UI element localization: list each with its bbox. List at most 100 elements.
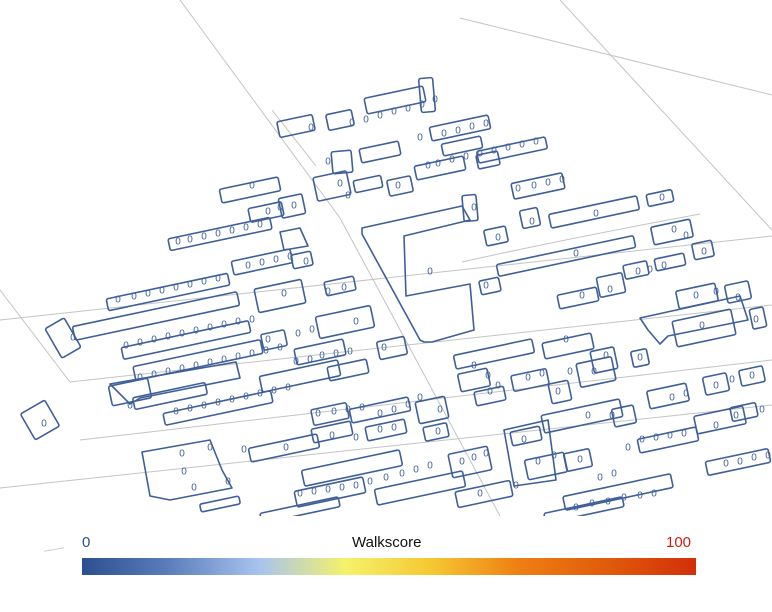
building-walkscore-label: 0 xyxy=(513,481,519,492)
building-walkscore-label: 0 xyxy=(693,291,699,302)
building-walkscore-label: 0 xyxy=(607,285,613,296)
building-walkscore-label: 0 xyxy=(699,321,705,332)
building-walkscore-label: 0 xyxy=(661,261,667,272)
building-walkscore-label: 0 xyxy=(159,286,165,297)
building-walkscore-label: 0 xyxy=(669,393,675,404)
building xyxy=(547,379,573,405)
building-walkscore-label: 0 xyxy=(435,427,441,438)
building-walkscore-label: 0 xyxy=(259,258,265,269)
building-walkscore-label: 0 xyxy=(535,457,541,468)
building-walkscore-label: 0 xyxy=(591,367,597,378)
building-walkscore-label: 0 xyxy=(383,473,389,484)
building-walkscore-label: 0 xyxy=(207,443,213,454)
building xyxy=(645,189,675,207)
building-walkscore-label: 0 xyxy=(235,352,241,363)
building-walkscore-label: 0 xyxy=(215,229,221,240)
building-walkscore-label: 0 xyxy=(751,453,757,464)
building xyxy=(595,272,627,298)
building xyxy=(109,361,241,405)
building xyxy=(314,304,376,340)
building-walkscore-label: 0 xyxy=(173,283,179,294)
street xyxy=(0,404,772,489)
building xyxy=(132,339,264,381)
building-walkscore-label: 0 xyxy=(471,453,477,464)
building xyxy=(478,276,502,296)
building xyxy=(723,280,753,304)
building-walkscore-label: 0 xyxy=(735,293,741,304)
building-walkscore-label: 0 xyxy=(145,289,151,300)
building-walkscore-label: 0 xyxy=(525,373,531,384)
building xyxy=(503,419,557,487)
street xyxy=(459,17,772,96)
building-walkscore-label: 0 xyxy=(201,277,207,288)
building xyxy=(452,338,536,370)
building-walkscore-label: 0 xyxy=(115,295,121,306)
building xyxy=(326,358,370,382)
building xyxy=(325,109,355,131)
building xyxy=(247,433,321,463)
building-walkscore-label: 0 xyxy=(405,400,411,411)
building xyxy=(639,295,749,345)
building-walkscore-label: 0 xyxy=(463,152,469,163)
building-walkscore-label: 0 xyxy=(151,370,157,381)
building-walkscore-label: 0 xyxy=(285,383,291,394)
street xyxy=(559,0,772,231)
building-walkscore-label: 0 xyxy=(377,111,383,122)
building-walkscore-label: 0 xyxy=(563,335,569,346)
building-walkscore-label: 0 xyxy=(611,469,617,480)
building-walkscore-label: 0 xyxy=(273,255,279,266)
building-walkscore-label: 0 xyxy=(215,274,221,285)
building xyxy=(141,439,233,501)
building-walkscore-label: 0 xyxy=(201,401,207,412)
building-walkscore-label: 0 xyxy=(683,389,689,400)
building xyxy=(259,496,341,516)
building-walkscore-label: 0 xyxy=(179,449,185,460)
building-walkscore-label: 0 xyxy=(287,252,293,263)
building-walkscore-label: 0 xyxy=(245,261,251,272)
building-walkscore-label: 0 xyxy=(347,347,353,358)
building xyxy=(483,225,509,247)
building-walkscore-label: 0 xyxy=(455,126,461,137)
building xyxy=(589,346,619,374)
building-walkscore-label: 0 xyxy=(173,407,179,418)
building xyxy=(277,193,307,219)
building-walkscore-label: 0 xyxy=(377,425,383,436)
building-walkscore-label: 0 xyxy=(363,115,369,126)
building-walkscore-label: 0 xyxy=(637,491,643,502)
building-walkscore-label: 0 xyxy=(263,346,269,357)
building-walkscore-label: 0 xyxy=(165,367,171,378)
building-walkscore-label: 0 xyxy=(70,333,76,344)
street xyxy=(461,213,701,263)
building-walkscore-label: 0 xyxy=(713,421,719,432)
building-walkscore-label: 0 xyxy=(391,405,397,416)
building-walkscore-label: 0 xyxy=(531,181,537,192)
building-walkscore-label: 0 xyxy=(477,149,483,160)
building-walkscore-label: 0 xyxy=(487,387,493,398)
building xyxy=(414,395,450,425)
building xyxy=(622,260,650,280)
building-walkscore-label: 0 xyxy=(713,287,719,298)
building xyxy=(510,368,550,392)
building-walkscore-label: 0 xyxy=(229,226,235,237)
building xyxy=(310,420,354,444)
building-walkscore-label: 0 xyxy=(621,493,627,504)
building xyxy=(330,149,354,175)
building-walkscore-label: 0 xyxy=(573,503,579,514)
building-walkscore-label: 0 xyxy=(659,193,665,204)
street xyxy=(179,0,341,219)
building xyxy=(610,404,638,428)
building-walkscore-label: 0 xyxy=(723,459,729,470)
building-walkscore-label: 0 xyxy=(345,405,351,416)
building xyxy=(575,356,617,388)
building-walkscore-label: 0 xyxy=(249,181,255,192)
building-walkscore-label: 0 xyxy=(308,123,314,134)
building-walkscore-label: 0 xyxy=(579,291,585,302)
building-walkscore-label: 0 xyxy=(577,455,583,466)
building xyxy=(748,306,768,330)
building-walkscore-label: 0 xyxy=(187,235,193,246)
building xyxy=(373,470,467,506)
building xyxy=(276,114,316,138)
building-walkscore-label: 0 xyxy=(533,137,539,148)
